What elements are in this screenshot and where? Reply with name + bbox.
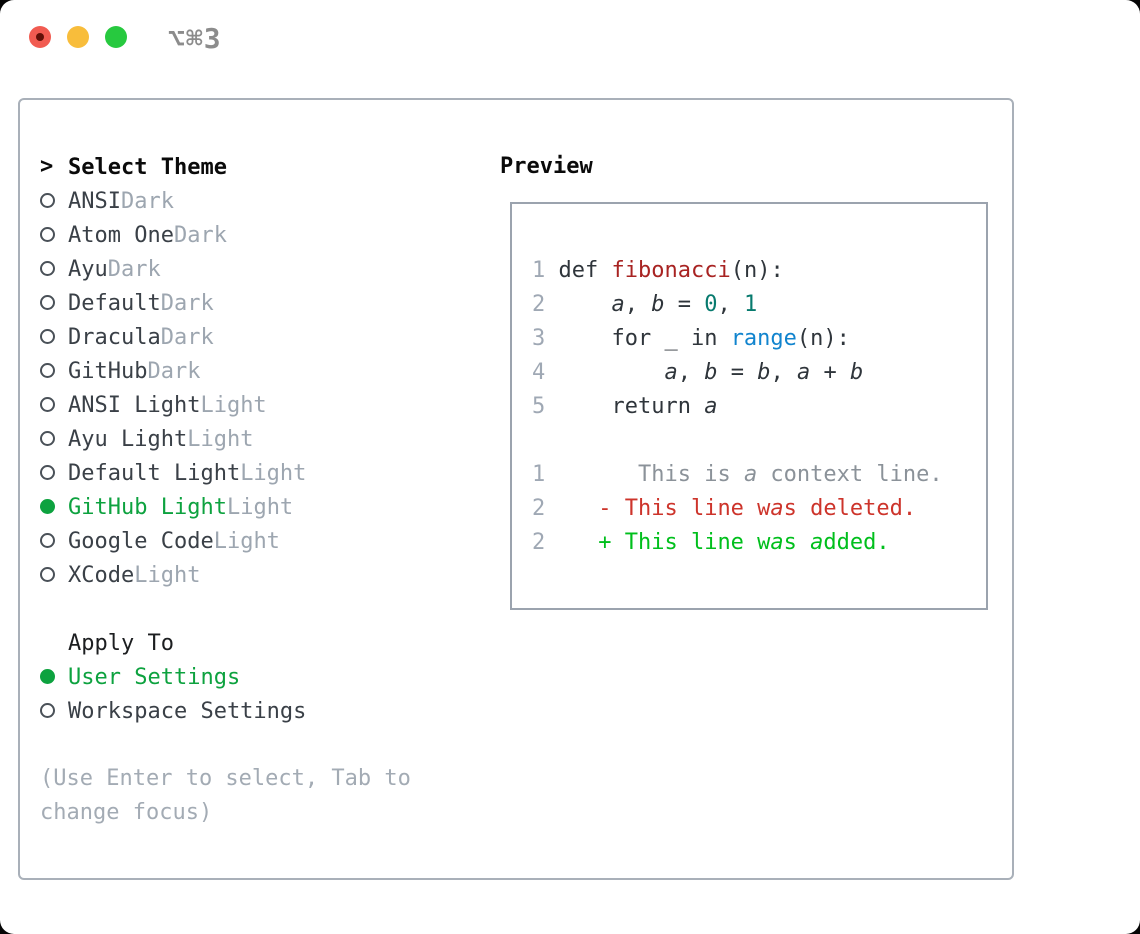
- theme-variant-label: Dark: [107, 256, 161, 282]
- theme-option-label: Default: [68, 290, 161, 316]
- theme-option-label: GitHub Light: [68, 494, 227, 520]
- theme-variant-label: Light: [240, 460, 307, 486]
- apply-to-option[interactable]: User Settings: [40, 660, 480, 694]
- code-line: [532, 424, 986, 458]
- window-title: ⌥⌘3: [168, 22, 222, 55]
- theme-option-label: Ayu: [68, 256, 108, 282]
- line-number: 5: [532, 394, 546, 419]
- theme-option[interactable]: ANSI Light Light: [40, 388, 480, 422]
- spacer: [40, 728, 480, 762]
- apply-to-heading: Apply To: [40, 626, 480, 660]
- theme-option[interactable]: XCode Light: [40, 558, 480, 592]
- theme-variant-label: Dark: [160, 324, 214, 350]
- minimize-button[interactable]: [67, 26, 89, 48]
- radio-icon: [40, 218, 68, 252]
- theme-option[interactable]: Atom One Dark: [40, 218, 480, 252]
- theme-option[interactable]: GitHub Light Light: [40, 490, 480, 524]
- select-theme-heading: > Select Theme: [40, 150, 480, 184]
- radio-icon: [40, 388, 68, 422]
- spacer: [40, 592, 480, 626]
- theme-option[interactable]: ANSI Dark: [40, 184, 480, 218]
- theme-variant-label: Light: [200, 392, 267, 418]
- theme-option-label: ANSI: [68, 188, 121, 214]
- line-number: 2: [532, 496, 546, 521]
- preview-heading: Preview: [500, 154, 593, 179]
- preview-code-box: 1 def fibonacci(n): 2 a, b = 0, 1 3 for _ …: [510, 202, 988, 610]
- theme-option[interactable]: Ayu Dark: [40, 252, 480, 286]
- line-number: 4: [532, 360, 546, 385]
- chevron-right-icon: >: [40, 154, 54, 179]
- theme-variant-label: Light: [134, 562, 201, 588]
- line-number: 2: [532, 292, 546, 317]
- line-number: 1: [532, 462, 546, 487]
- keyboard-hint: (Use Enter to select, Tab to change focu…: [40, 766, 411, 825]
- radio-icon: [40, 286, 68, 320]
- radio-icon: [40, 694, 68, 728]
- theme-option[interactable]: Ayu Light Light: [40, 422, 480, 456]
- titlebar: ⌥⌘3: [0, 0, 1140, 75]
- code-line: 4 a, b = b, a + b: [532, 360, 864, 385]
- theme-variant-label: Light: [187, 426, 254, 452]
- line-number: 2: [532, 530, 546, 555]
- code-line: 5 return a: [532, 394, 718, 419]
- theme-variant-label: Dark: [173, 222, 227, 248]
- theme-option-label: GitHub: [68, 358, 148, 384]
- close-button[interactable]: [29, 26, 51, 48]
- radio-icon: [40, 558, 68, 592]
- radio-selected-icon: [40, 660, 68, 694]
- theme-variant-label: Light: [226, 494, 294, 520]
- code-line: 1 This is a context line.: [532, 462, 943, 487]
- radio-icon: [40, 524, 68, 558]
- apply-to-option[interactable]: Workspace Settings: [40, 694, 480, 728]
- apply-to-heading-label: Apply To: [68, 630, 174, 656]
- code-line: 2 a, b = 0, 1: [532, 292, 758, 317]
- theme-option-label: Ayu Light: [68, 426, 188, 452]
- theme-option[interactable]: Dracula Dark: [40, 320, 480, 354]
- theme-option-label: Default Light: [68, 460, 241, 486]
- theme-option-label: Google Code: [68, 528, 214, 554]
- theme-variant-label: Dark: [160, 290, 214, 316]
- code-line: 3 for _ in range(n):: [532, 326, 850, 351]
- theme-option[interactable]: Default Light Light: [40, 456, 480, 490]
- line-number: 3: [532, 326, 546, 351]
- theme-option[interactable]: Google Code Light: [40, 524, 480, 558]
- radio-icon: [40, 354, 68, 388]
- zoom-button[interactable]: [105, 26, 127, 48]
- code-line: 1 def fibonacci(n):: [532, 258, 784, 283]
- radio-icon: [40, 184, 68, 218]
- theme-variant-label: Dark: [120, 188, 174, 214]
- radio-icon: [40, 422, 68, 456]
- marker-blank: [40, 626, 68, 660]
- radio-selected-icon: [40, 490, 68, 524]
- line-number: 1: [532, 258, 546, 283]
- radio-icon: [40, 456, 68, 490]
- code-line: 2 + This line was added.: [532, 530, 890, 555]
- theme-variant-label: Dark: [147, 358, 201, 384]
- apply-to-option-label: Workspace Settings: [68, 698, 307, 724]
- theme-option-label: Atom One: [68, 222, 174, 248]
- radio-icon: [40, 252, 68, 286]
- theme-option-label: Dracula: [68, 324, 161, 350]
- cursor-marker: >: [40, 150, 68, 184]
- theme-option[interactable]: GitHub Dark: [40, 354, 480, 388]
- code-line: 2 - This line was deleted.: [532, 496, 917, 521]
- theme-option[interactable]: Default Dark: [40, 286, 480, 320]
- theme-variant-label: Light: [213, 528, 280, 554]
- radio-icon: [40, 320, 68, 354]
- apply-to-option-label: User Settings: [68, 664, 241, 690]
- theme-option-label: ANSI Light: [68, 392, 201, 418]
- select-theme-heading-label: Select Theme: [68, 154, 227, 180]
- theme-option-label: XCode: [68, 562, 135, 588]
